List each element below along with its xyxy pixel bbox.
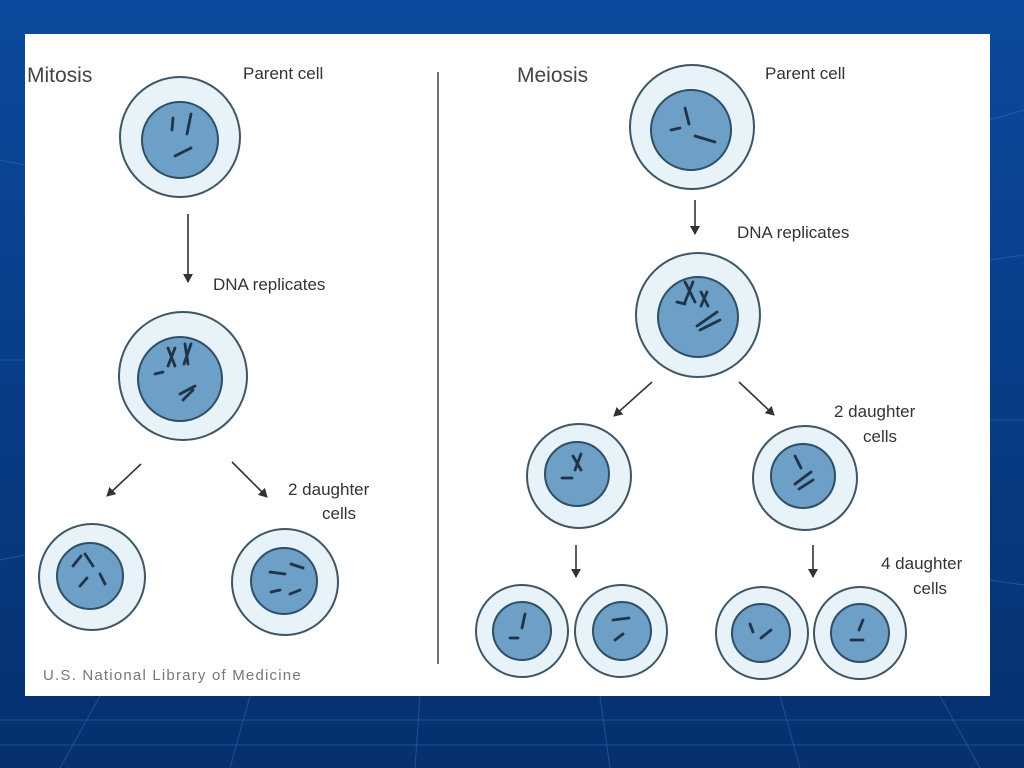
mitosis-daughter-cell-2 <box>231 528 339 636</box>
meiosis-daughters4-label-line2: cells <box>913 579 947 598</box>
source-credit: U.S. National Library of Medicine <box>43 667 302 684</box>
meiosis-granddaughter-cell-1 <box>475 584 569 678</box>
meiosis-granddaughter-cell-2 <box>574 584 668 678</box>
mitosis-replicate-label: DNA replicates <box>213 275 325 294</box>
meiosis-replicated-cell <box>635 252 761 378</box>
meiosis-granddaughter-cell-3 <box>715 586 809 680</box>
mitosis-parent-label: Parent cell <box>243 64 323 83</box>
meiosis-replicate-label: DNA replicates <box>737 223 849 242</box>
mitosis-daughters-label-line2: cells <box>322 504 356 523</box>
meiosis-daughters4-label-line1: 4 daughter <box>881 554 963 573</box>
mitosis-replicated-cell <box>118 311 248 441</box>
mitosis-daughters-label-line1: 2 daughter <box>288 480 370 499</box>
mitosis-daughter-cell-1 <box>38 523 146 631</box>
meiosis-arrow-right <box>738 381 775 416</box>
meiosis-parent-cell <box>629 64 755 190</box>
meiosis-title: Meiosis <box>517 64 588 87</box>
meiosis-parent-label: Parent cell <box>765 64 845 83</box>
mitosis-parent-cell <box>119 76 241 198</box>
meiosis-daughters2-label-line2: cells <box>863 427 897 446</box>
mitosis-title: Mitosis <box>27 64 92 87</box>
meiosis-daughter-cell-2 <box>752 425 858 531</box>
meiosis-arrow-left <box>613 381 653 417</box>
meiosis-daughter-cell-1 <box>526 423 632 529</box>
diagram-panel: Mitosis Parent cell DNA replicates 2 dau… <box>25 34 990 696</box>
mitosis-arrow-right <box>231 461 268 498</box>
meiosis-daughters2-label-line1: 2 daughter <box>834 402 916 421</box>
meiosis-granddaughter-cell-4 <box>813 586 907 680</box>
mitosis-meiosis-diagram: Mitosis Parent cell DNA replicates 2 dau… <box>27 64 963 684</box>
mitosis-arrow-left <box>106 463 142 497</box>
